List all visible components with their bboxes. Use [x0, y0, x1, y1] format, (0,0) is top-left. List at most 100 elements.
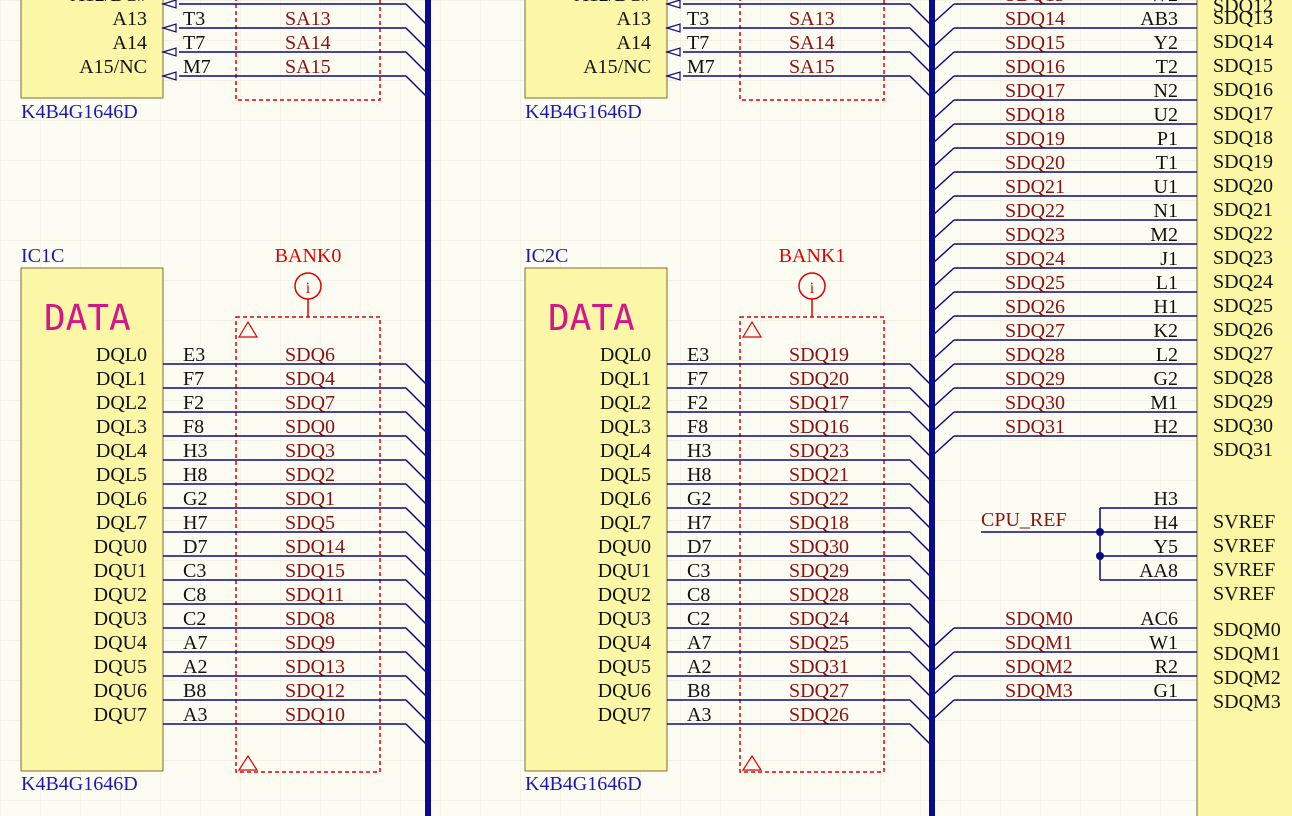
- ic1c-net-label[interactable]: SDQ9: [285, 632, 335, 654]
- cpu-net-label[interactable]: SDQ14: [1005, 8, 1065, 30]
- ic2c-net-label[interactable]: SDQ31: [789, 656, 849, 678]
- ic1c-bus-entry[interactable]: [405, 435, 429, 459]
- cpu-dm-bus-entry[interactable]: [931, 651, 955, 673]
- cpu-net-label[interactable]: SDQ26: [1005, 296, 1065, 318]
- cpu-net-label[interactable]: SDQ23: [1005, 224, 1065, 246]
- ic1c-bus-entry[interactable]: [405, 387, 429, 411]
- ic2c-bus-entry[interactable]: [909, 459, 933, 483]
- ic2c-net-label[interactable]: SDQ29: [789, 560, 849, 582]
- ic2c-bus-entry[interactable]: [909, 723, 933, 747]
- ic2c-bus-entry[interactable]: [909, 579, 933, 603]
- cpu-bus-entry[interactable]: [931, 75, 955, 97]
- top-left-harness[interactable]: [235, 0, 381, 101]
- cpu-net-label[interactable]: SDQ28: [1005, 344, 1065, 366]
- ic2c-bus-entry[interactable]: [909, 507, 933, 531]
- cpu-bus-entry[interactable]: [931, 291, 955, 313]
- ic1c-net-label[interactable]: SDQ6: [285, 344, 335, 366]
- cpu-net-label[interactable]: SDQ24: [1005, 248, 1065, 270]
- top_right-bus-entry[interactable]: [909, 51, 933, 75]
- ic1c-bus-entry[interactable]: [405, 699, 429, 723]
- cpu-bus-entry[interactable]: [931, 411, 955, 433]
- top_left-net-label[interactable]: SA14: [285, 32, 331, 54]
- top-right-part-body[interactable]: [524, 0, 668, 99]
- cpu-dm-net-label[interactable]: SDQM2: [1005, 656, 1073, 678]
- ic1c-bus-entry[interactable]: [405, 603, 429, 627]
- ic1c-net-label[interactable]: SDQ0: [285, 416, 335, 438]
- ic1c-net-label[interactable]: SDQ1: [285, 488, 335, 510]
- cpu-net-label[interactable]: SDQ22: [1005, 200, 1065, 222]
- cpu-net-label[interactable]: SDQ20: [1005, 152, 1065, 174]
- cpu-dm-net-label[interactable]: SDQM3: [1005, 680, 1073, 702]
- ic2c-bus-entry[interactable]: [909, 531, 933, 555]
- top_right-bus-entry[interactable]: [909, 75, 933, 99]
- cpu-net-label[interactable]: SDQ17: [1005, 80, 1065, 102]
- cpu-part-body[interactable]: [1196, 0, 1292, 816]
- ic2c-net-label[interactable]: SDQ28: [789, 584, 849, 606]
- cpu-net-label[interactable]: SDQ29: [1005, 368, 1065, 390]
- top-right-harness[interactable]: [739, 0, 885, 101]
- ic1c-bus-entry[interactable]: [405, 627, 429, 651]
- top_left-net-label[interactable]: SA15: [285, 56, 331, 78]
- cpu-dm-net-label[interactable]: SDQM1: [1005, 632, 1073, 654]
- ic1c-bus-entry[interactable]: [405, 483, 429, 507]
- cpu-bus-entry[interactable]: [931, 363, 955, 385]
- ic1c-net-label[interactable]: SDQ4: [285, 368, 335, 390]
- ic2c-net-label[interactable]: SDQ23: [789, 440, 849, 462]
- ic1c-net-label[interactable]: SDQ15: [285, 560, 345, 582]
- cpu-dm-net-label[interactable]: SDQM0: [1005, 608, 1073, 630]
- ic2c-part-body[interactable]: [524, 267, 668, 772]
- ic2c-net-label[interactable]: SDQ30: [789, 536, 849, 558]
- ic2c-bus-entry[interactable]: [909, 627, 933, 651]
- ic2c-net-label[interactable]: SDQ27: [789, 680, 849, 702]
- cpu-net-label[interactable]: SDQ13: [1005, 0, 1065, 6]
- ic2c-net-label[interactable]: SDQ17: [789, 392, 849, 414]
- ic1c-net-label[interactable]: SDQ10: [285, 704, 345, 726]
- cpu-net-label[interactable]: SDQ31: [1005, 416, 1065, 438]
- cpu-bus-entry[interactable]: [931, 435, 955, 457]
- cpu-bus-entry[interactable]: [931, 99, 955, 121]
- top_left-bus-entry[interactable]: [405, 51, 429, 75]
- ic1c-net-label[interactable]: SDQ2: [285, 464, 335, 486]
- cpu-bus-entry[interactable]: [931, 147, 955, 169]
- cpu-bus-entry[interactable]: [931, 3, 955, 25]
- ic2c-bus-entry[interactable]: [909, 435, 933, 459]
- ic2c-bus-entry[interactable]: [909, 483, 933, 507]
- ic2c-bus-entry[interactable]: [909, 387, 933, 411]
- ic2c-net-label[interactable]: SDQ19: [789, 344, 849, 366]
- ic2c-net-label[interactable]: SDQ20: [789, 368, 849, 390]
- ic1c-net-label[interactable]: SDQ3: [285, 440, 335, 462]
- ic1c-bus-entry[interactable]: [405, 651, 429, 675]
- ic2c-bus-entry[interactable]: [909, 699, 933, 723]
- top_right-net-label[interactable]: SA13: [789, 8, 835, 30]
- ic1c-bus-entry[interactable]: [405, 459, 429, 483]
- ic1c-bus-entry[interactable]: [405, 675, 429, 699]
- cpu-net-label[interactable]: SDQ25: [1005, 272, 1065, 294]
- top_left-bus-entry[interactable]: [405, 3, 429, 27]
- ic1c-part-body[interactable]: [20, 267, 164, 772]
- ic2c-bus-entry[interactable]: [909, 675, 933, 699]
- top_left-net-label[interactable]: SA13: [285, 8, 331, 30]
- ic1c-bus-entry[interactable]: [405, 723, 429, 747]
- cpu-net-label[interactable]: SDQ30: [1005, 392, 1065, 414]
- cpu-bus-entry[interactable]: [931, 123, 955, 145]
- cpu-net-label[interactable]: SDQ21: [1005, 176, 1065, 198]
- ic1c-net-label[interactable]: SDQ7: [285, 392, 335, 414]
- ic1c-bus-entry[interactable]: [405, 579, 429, 603]
- top_right-net-label[interactable]: SA15: [789, 56, 835, 78]
- cpu-net-label[interactable]: SDQ16: [1005, 56, 1065, 78]
- cpu-dm-bus-entry[interactable]: [931, 627, 955, 649]
- cpu-net-label[interactable]: SDQ27: [1005, 320, 1065, 342]
- cpu-bus-entry[interactable]: [931, 27, 955, 49]
- ic1c-net-label[interactable]: SDQ8: [285, 608, 335, 630]
- ic2c-bus-entry[interactable]: [909, 363, 933, 387]
- ic1c-bus-entry[interactable]: [405, 411, 429, 435]
- cpu-bus-entry[interactable]: [931, 243, 955, 265]
- cpu-bus-entry[interactable]: [931, 339, 955, 361]
- cpu-bus-entry[interactable]: [931, 387, 955, 409]
- cpu-bus-entry[interactable]: [931, 51, 955, 73]
- ic2c-net-label[interactable]: SDQ16: [789, 416, 849, 438]
- ic2c-net-label[interactable]: SDQ25: [789, 632, 849, 654]
- ic1c-net-label[interactable]: SDQ13: [285, 656, 345, 678]
- cpu-dm-bus-entry[interactable]: [931, 699, 955, 721]
- bank1-info-icon[interactable]: i: [798, 272, 826, 317]
